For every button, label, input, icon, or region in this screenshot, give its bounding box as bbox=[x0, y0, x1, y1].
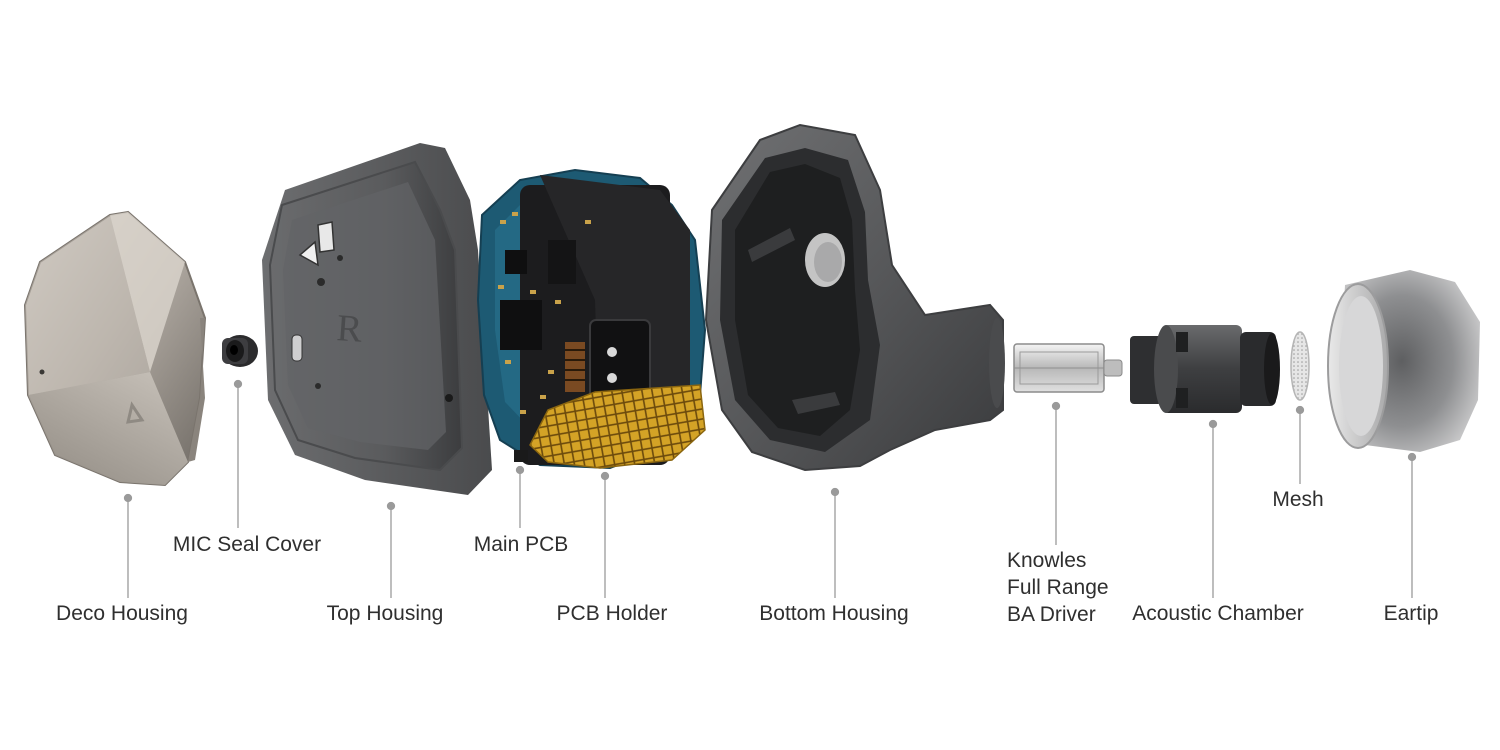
label-ba-driver-line1: Knowles bbox=[1007, 549, 1087, 572]
label-ba-driver-line3: BA Driver bbox=[1007, 603, 1096, 626]
label-bottom-housing: Bottom Housing bbox=[759, 602, 909, 625]
leader-deco-housing bbox=[123, 493, 133, 598]
mic-seal-cover-part bbox=[222, 335, 258, 367]
pcb-assembly-part bbox=[476, 168, 707, 470]
leader-eartip bbox=[1407, 452, 1417, 598]
label-ba-driver-line2: Full Range bbox=[1007, 576, 1109, 599]
logo-mark-icon bbox=[126, 401, 145, 424]
label-main-pcb: Main PCB bbox=[473, 533, 569, 556]
leader-bottom-housing bbox=[830, 487, 840, 598]
leader-mesh bbox=[1295, 405, 1305, 484]
leader-acoustic-chamber bbox=[1208, 419, 1218, 598]
eartip-part bbox=[1327, 270, 1480, 452]
label-deco-housing: Deco Housing bbox=[56, 602, 188, 625]
bottom-housing-part bbox=[704, 123, 1005, 472]
side-mark-engraving: R bbox=[335, 307, 364, 351]
label-mesh: Mesh bbox=[1272, 488, 1324, 511]
label-eartip: Eartip bbox=[1383, 602, 1439, 625]
leader-top-housing bbox=[386, 501, 396, 598]
label-ba-driver: Knowles Full Range BA Driver bbox=[1007, 547, 1109, 628]
leader-lines bbox=[123, 379, 1417, 598]
deco-housing-part bbox=[23, 210, 207, 487]
label-top-housing: Top Housing bbox=[326, 602, 444, 625]
leader-main-pcb bbox=[515, 465, 525, 528]
leader-mic-seal-cover bbox=[233, 379, 243, 528]
label-mic-seal-cover: MIC Seal Cover bbox=[172, 533, 322, 556]
mesh-part bbox=[1290, 331, 1310, 401]
top-housing-part: R bbox=[262, 143, 492, 495]
label-acoustic-chamber: Acoustic Chamber bbox=[1132, 602, 1304, 625]
label-pcb-holder: PCB Holder bbox=[556, 602, 668, 625]
acoustic-chamber-part bbox=[1130, 325, 1280, 413]
gold-mesh-flex bbox=[529, 384, 706, 469]
leader-ba-driver bbox=[1051, 401, 1061, 545]
leader-pcb-holder bbox=[600, 471, 610, 598]
ba-driver-part bbox=[1013, 343, 1123, 393]
